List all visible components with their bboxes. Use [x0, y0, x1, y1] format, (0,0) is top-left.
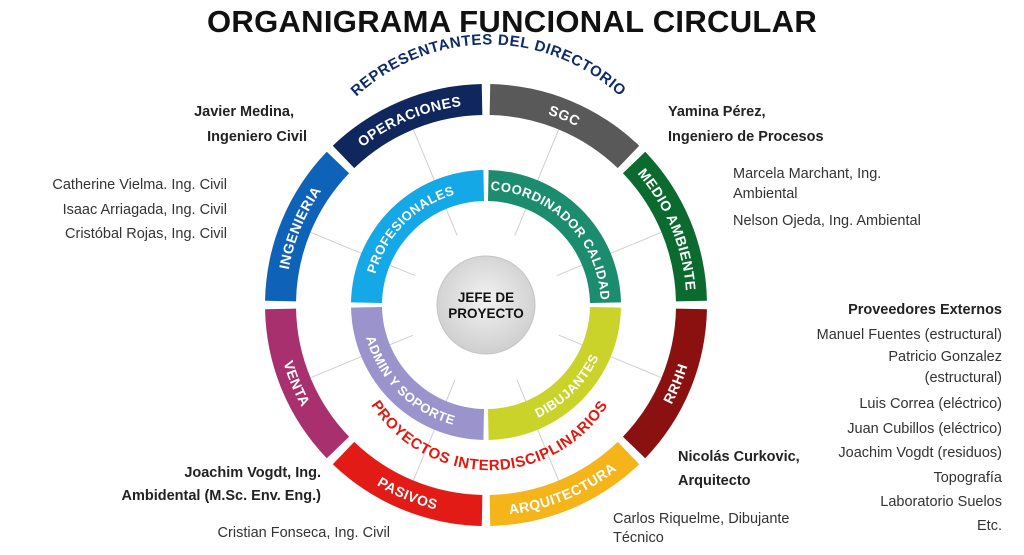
arquitectura-person-2-role: Técnico [613, 530, 664, 546]
outer-segment-arquitectura [489, 441, 640, 526]
ingenieria-person-1: Catherine Vielma. Ing. Civil [52, 177, 227, 193]
proveedores-title: Proveedores Externos [848, 302, 1002, 318]
pasivos-person-name: Joachim Vogdt, Ing. [184, 465, 321, 481]
arquitectura-person-2: Carlos Riquelme, Dibujante [613, 511, 790, 527]
outer-segment-medio-ambiente [622, 151, 707, 302]
inner-segment-coordinador-calidad [487, 170, 621, 304]
proveedor-1: Manuel Fuentes (estructural) [816, 327, 1002, 343]
ingenieria-person-2: Isaac Arriagada, Ing. Civil [62, 202, 227, 218]
diagram-title: ORGANIGRAMA FUNCIONAL CIRCULAR [206, 4, 818, 39]
proveedor-2-detail: (estructural) [924, 370, 1002, 386]
outer-segment-rrhh [622, 308, 707, 459]
pasivos-person-2: Cristian Fonseca, Ing. Civil [217, 525, 390, 541]
proveedor-7: Laboratorio Suelos [880, 494, 1002, 510]
ingenieria-person-3: Cristóbal Rojas, Ing. Civil [65, 226, 227, 242]
inner-segment-profesionales [351, 170, 485, 304]
outer-segment-ingenieria [265, 151, 350, 302]
arc-title-top: REPRESENTANTES DEL DIRECTORIO [348, 31, 630, 99]
proveedor-5: Joachim Vogdt (residuos) [838, 445, 1002, 461]
medio-ambiente-person-1: Marcela Marchant, Ing. [733, 166, 882, 182]
inner-segment-dibujantes [487, 306, 621, 440]
outer-segment-operaciones [332, 84, 483, 169]
sgc-person-role: Ingeniero de Procesos [668, 129, 824, 145]
center-node [436, 255, 536, 355]
arquitectura-person-name: Nicolás Curkovic, [678, 449, 800, 465]
outer-segment-venta [265, 308, 350, 459]
proveedor-2-name: Patricio Gonzalez [888, 349, 1002, 365]
center-label-line2: PROYECTO [448, 306, 524, 321]
inner-segment-admin-y-soporte [351, 306, 485, 440]
arquitectura-person-role: Arquitecto [678, 473, 751, 489]
proveedor-6: Topografía [933, 470, 1002, 486]
pasivos-person-role: Ambidental (M.Sc. Env. Eng.) [121, 488, 321, 504]
medio-ambiente-person-1-role: Ambiental [733, 186, 798, 202]
medio-ambiente-person-2: Nelson Ojeda, Ing. Ambiental [733, 213, 921, 229]
center-label-line1: JEFE DE [458, 290, 514, 305]
sgc-person-name: Yamina Pérez, [668, 104, 766, 120]
proveedor-8: Etc. [977, 518, 1002, 534]
operaciones-person-name: Javier Medina, [194, 104, 294, 120]
outer-segment-sgc [489, 84, 640, 169]
operaciones-person-role: Ingeniero Civil [207, 129, 307, 145]
outer-segment-pasivos [332, 441, 483, 526]
proveedor-3: Luis Correa (eléctrico) [859, 396, 1002, 412]
proveedor-4: Juan Cubillos (eléctrico) [847, 421, 1002, 437]
